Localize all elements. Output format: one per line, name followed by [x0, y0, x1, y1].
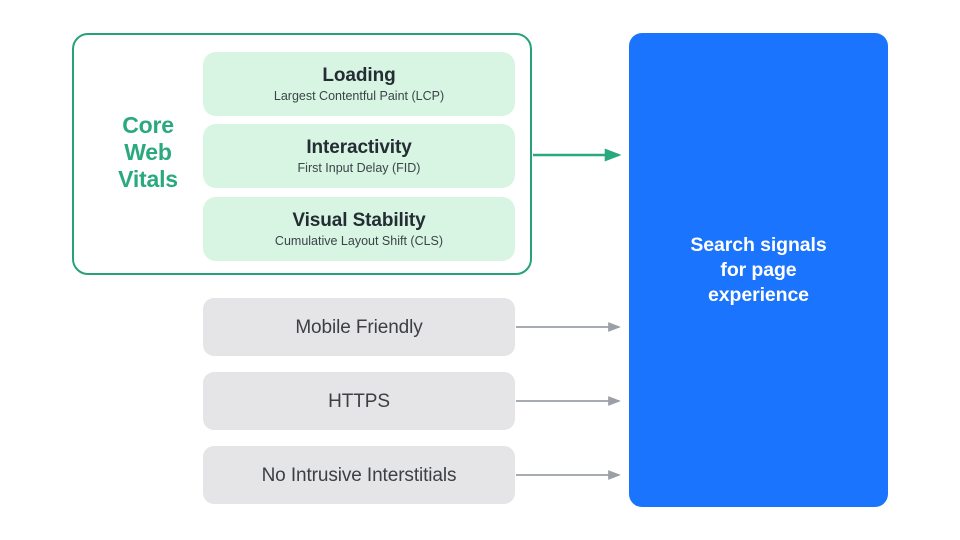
signal-label: No Intrusive Interstitials: [261, 464, 457, 486]
search-signals-label: Search signals for page experience: [690, 233, 827, 306]
metric-card-visual-stability[interactable]: Visual Stability Cumulative Layout Shift…: [203, 197, 515, 261]
core-web-vitals-label: Core Web Vitals: [100, 112, 196, 193]
core-web-vitals-label-line-3: Vitals: [118, 166, 178, 192]
metric-title: Interactivity: [306, 136, 412, 158]
signal-label: Mobile Friendly: [295, 316, 423, 338]
core-web-vitals-label-line-1: Core: [122, 112, 174, 138]
metric-subtitle: First Input Delay (FID): [297, 160, 421, 175]
metric-card-interactivity[interactable]: Interactivity First Input Delay (FID): [203, 124, 515, 188]
metric-card-loading[interactable]: Loading Largest Contentful Paint (LCP): [203, 52, 515, 116]
core-web-vitals-label-line-2: Web: [124, 139, 172, 165]
signal-card-no-intrusive-interstitials[interactable]: No Intrusive Interstitials: [203, 446, 515, 504]
signal-card-https[interactable]: HTTPS: [203, 372, 515, 430]
metric-subtitle: Largest Contentful Paint (LCP): [273, 88, 445, 103]
metric-title: Loading: [322, 64, 396, 86]
search-signals-box[interactable]: Search signals for page experience: [629, 33, 888, 507]
metric-title: Visual Stability: [292, 209, 426, 231]
metric-subtitle: Cumulative Layout Shift (CLS): [274, 233, 444, 248]
signal-card-mobile-friendly[interactable]: Mobile Friendly: [203, 298, 515, 356]
signal-label: HTTPS: [328, 390, 390, 412]
